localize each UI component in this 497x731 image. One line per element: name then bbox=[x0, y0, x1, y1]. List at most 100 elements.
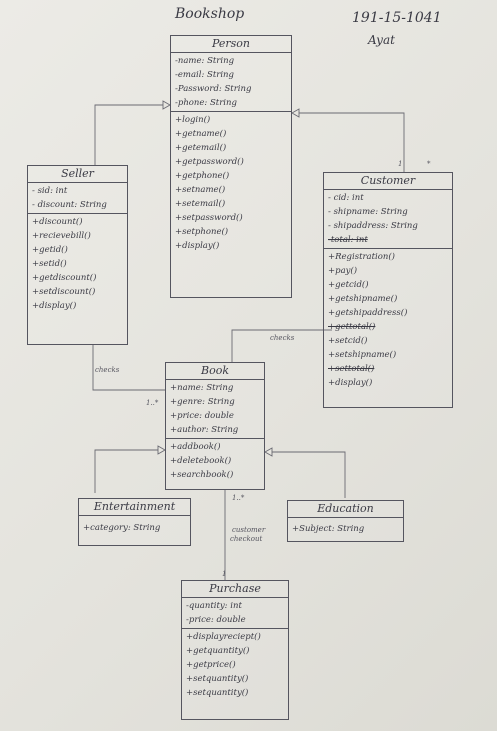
method: +getcid() bbox=[328, 280, 369, 290]
author-name: Ayat bbox=[368, 33, 395, 47]
multiplicity: 1 bbox=[222, 570, 227, 578]
seller-book-checks bbox=[92, 345, 165, 391]
method: +pay() bbox=[328, 266, 358, 276]
method: +getid() bbox=[32, 245, 68, 255]
inherit-arrow-customer bbox=[291, 108, 300, 118]
multiplicity: 1 bbox=[398, 160, 403, 168]
method: +addbook() bbox=[170, 442, 221, 452]
class-education-attributes: +Subject: String bbox=[288, 518, 403, 540]
method: +getemail() bbox=[175, 143, 227, 153]
class-seller: Seller - sid: int - discount: String +di… bbox=[27, 165, 128, 345]
method: +setname() bbox=[175, 185, 226, 195]
inherit-arrow-entertainment bbox=[157, 445, 166, 455]
attribute: -phone: String bbox=[175, 98, 237, 108]
multiplicity: * bbox=[427, 160, 431, 168]
method: +getdiscount() bbox=[32, 273, 97, 283]
class-seller-attributes: - sid: int - discount: String bbox=[28, 183, 127, 214]
class-purchase: Purchase -quantity: int -price: double +… bbox=[181, 580, 289, 720]
attribute: - cid: int bbox=[328, 193, 364, 203]
class-customer-name: Customer bbox=[324, 173, 452, 190]
method: +getquantity() bbox=[186, 646, 250, 656]
seller-person-link bbox=[94, 104, 170, 165]
method: +display() bbox=[32, 301, 77, 311]
inherit-arrow-education bbox=[264, 447, 273, 457]
attribute: - shipaddress: String bbox=[328, 221, 418, 231]
attribute: -email: String bbox=[175, 70, 234, 80]
education-book-link bbox=[265, 451, 346, 498]
attribute: +name: String bbox=[170, 383, 234, 393]
method: +settotal() bbox=[328, 364, 375, 374]
class-purchase-attributes: -quantity: int -price: double bbox=[182, 598, 288, 629]
method: +getprice() bbox=[186, 660, 236, 670]
relation-label-customer: customer bbox=[232, 526, 266, 534]
method: +getpassword() bbox=[175, 157, 244, 167]
student-id: 191-15-1041 bbox=[352, 10, 442, 26]
method: +login() bbox=[175, 115, 211, 125]
method: +getshipname() bbox=[328, 294, 398, 304]
attribute: +category: String bbox=[83, 523, 161, 533]
class-person-name: Person bbox=[171, 36, 291, 53]
customer-book-checks bbox=[231, 329, 332, 362]
attribute: -price: double bbox=[186, 615, 246, 625]
class-seller-methods: +discount() +recievebill() +getid() +set… bbox=[28, 214, 127, 314]
method: +setdiscount() bbox=[32, 287, 96, 297]
attribute: - shipname: String bbox=[328, 207, 408, 217]
class-purchase-methods: +displayreciept() +getquantity() +getpri… bbox=[182, 629, 288, 701]
class-person-methods: +login() +getname() +getemail() +getpass… bbox=[171, 112, 291, 254]
method: +display() bbox=[328, 378, 373, 388]
attribute: +price: double bbox=[170, 411, 234, 421]
method: +setshipname() bbox=[328, 350, 397, 360]
method: +deletebook() bbox=[170, 456, 232, 466]
attribute: - sid: int bbox=[32, 186, 68, 196]
customer-person-link bbox=[292, 112, 405, 172]
attribute: -quantity: int bbox=[186, 601, 242, 611]
method: +getshipaddress() bbox=[328, 308, 408, 318]
class-entertainment-name: Entertainment bbox=[79, 499, 190, 516]
method: +displayreciept() bbox=[186, 632, 261, 642]
class-customer: Customer - cid: int - shipname: String -… bbox=[323, 172, 453, 408]
method: +setquantity() bbox=[186, 674, 249, 684]
method: +getphone() bbox=[175, 171, 230, 181]
relation-label-checks-seller: checks bbox=[95, 366, 120, 374]
class-person-attributes: -name: String -email: String -Password: … bbox=[171, 53, 291, 112]
diagram-title: Bookshop bbox=[175, 6, 245, 22]
class-book: Book +name: String +genre: String +price… bbox=[165, 362, 265, 490]
class-customer-methods: +Registration() +pay() +getcid() +getshi… bbox=[324, 249, 452, 391]
method: +getname() bbox=[175, 129, 227, 139]
method: +setquantity() bbox=[186, 688, 249, 698]
method: +setcid() bbox=[328, 336, 368, 346]
attribute: -Password: String bbox=[175, 84, 252, 94]
class-purchase-name: Purchase bbox=[182, 581, 288, 598]
multiplicity: 1..* bbox=[146, 399, 159, 407]
entertainment-book-link bbox=[94, 449, 165, 493]
class-seller-name: Seller bbox=[28, 166, 127, 183]
attribute: -total: int bbox=[328, 235, 368, 245]
attribute: -name: String bbox=[175, 56, 235, 66]
method: +setpassword() bbox=[175, 213, 243, 223]
multiplicity: 1..* bbox=[232, 494, 245, 502]
method: +discount() bbox=[32, 217, 83, 227]
inherit-arrow-seller bbox=[162, 100, 171, 110]
method: +setphone() bbox=[175, 227, 229, 237]
class-book-attributes: +name: String +genre: String +price: dou… bbox=[166, 380, 264, 439]
method: +display() bbox=[175, 241, 220, 251]
class-person: Person -name: String -email: String -Pas… bbox=[170, 35, 292, 298]
attribute: +author: String bbox=[170, 425, 239, 435]
method: +Registration() bbox=[328, 252, 395, 262]
method: +setid() bbox=[32, 259, 67, 269]
relation-label-checkout: checkout bbox=[230, 535, 263, 543]
method: +setemail() bbox=[175, 199, 226, 209]
class-education-name: Education bbox=[288, 501, 403, 518]
method: +recievebill() bbox=[32, 231, 91, 241]
class-entertainment-attributes: +category: String bbox=[79, 516, 190, 540]
attribute: - discount: String bbox=[32, 200, 107, 210]
relation-label-checks-customer: checks bbox=[270, 334, 295, 342]
method: +searchbook() bbox=[170, 470, 234, 480]
class-book-name: Book bbox=[166, 363, 264, 380]
attribute: +genre: String bbox=[170, 397, 235, 407]
class-book-methods: +addbook() +deletebook() +searchbook() bbox=[166, 439, 264, 483]
class-entertainment: Entertainment +category: String bbox=[78, 498, 191, 546]
method: +gettotal() bbox=[328, 322, 376, 332]
class-education: Education +Subject: String bbox=[287, 500, 404, 542]
